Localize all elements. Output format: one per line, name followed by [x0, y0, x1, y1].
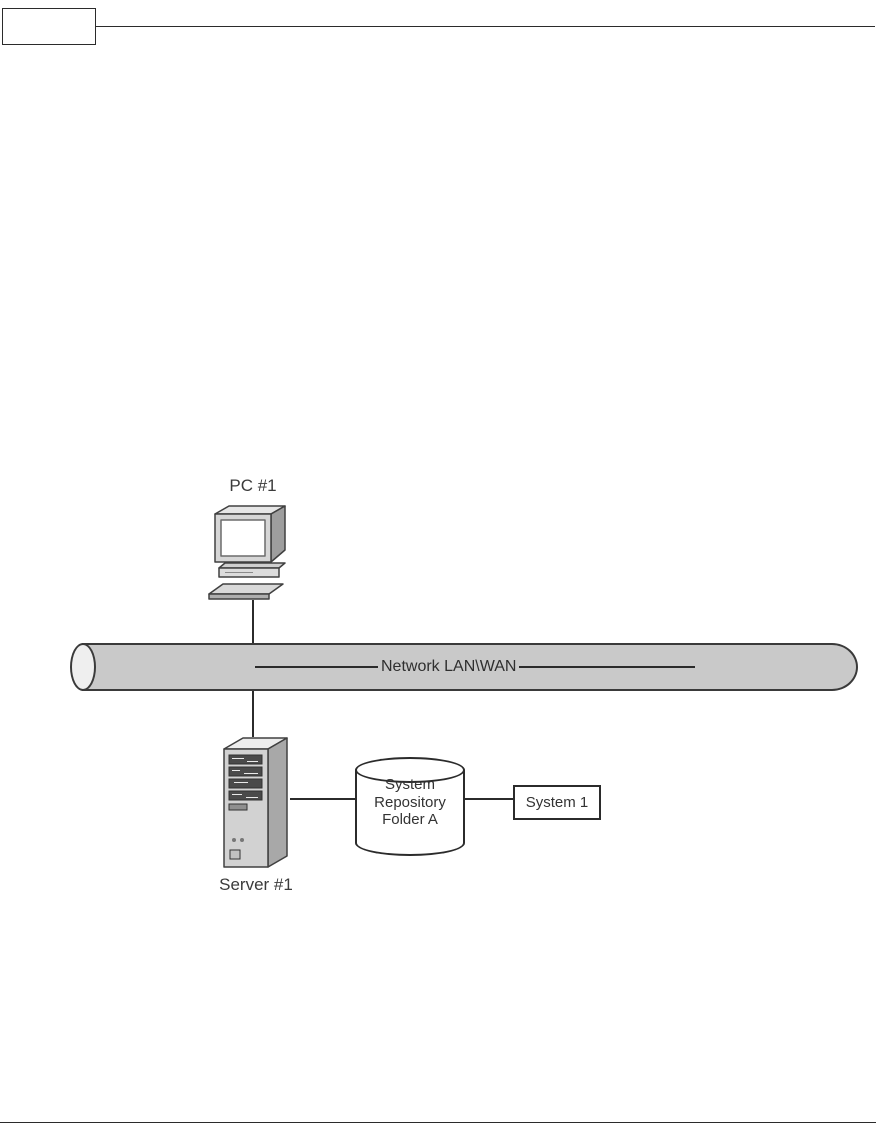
- repository-label-line-2: Repository: [374, 793, 446, 811]
- cylinder-top-ellipse: [355, 757, 465, 783]
- pc-icon: [208, 505, 286, 600]
- figure-label-box: [2, 8, 96, 45]
- server-icon: [223, 737, 288, 868]
- footer-rule: [0, 1122, 876, 1123]
- network-server-connector: [252, 691, 254, 737]
- repository-label-line-3: Folder A: [382, 811, 438, 828]
- network-label-line-right: [519, 666, 695, 668]
- pc-label: PC #1: [229, 476, 277, 495]
- network-tube: [82, 643, 858, 691]
- pc-network-connector: [252, 600, 254, 644]
- network-tube-left-cap: [70, 643, 96, 691]
- system-label: System 1: [525, 794, 589, 811]
- repository-label: System Repository Folder A: [355, 776, 465, 829]
- header-rule: [96, 26, 875, 27]
- repository-label-line-1: System: [384, 776, 435, 793]
- system-box: System 1: [513, 785, 601, 820]
- network-label-row: Network LAN\WAN: [255, 643, 695, 691]
- network-label-line-left: [255, 666, 378, 668]
- cylinder-body: [355, 770, 465, 856]
- server-repository-connector: [290, 798, 355, 800]
- server-label: Server #1: [219, 875, 293, 894]
- repository-cylinder: System Repository Folder A: [355, 757, 465, 856]
- network-label: Network LAN\WAN: [381, 658, 517, 675]
- repository-system-connector: [465, 798, 513, 800]
